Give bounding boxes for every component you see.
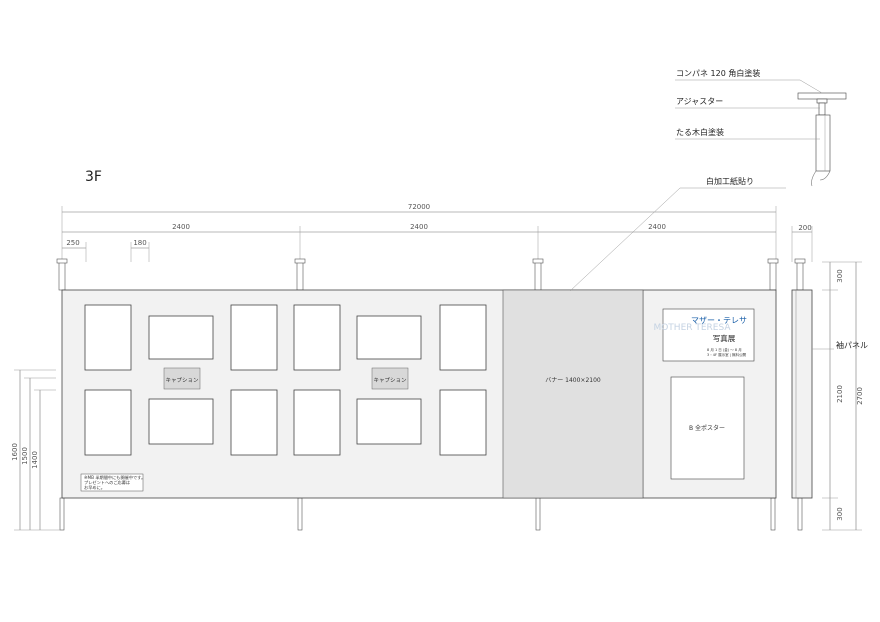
support-posts xyxy=(56,258,806,531)
dim-side-width: 200 xyxy=(798,224,811,232)
callout-composite-panel: コンパネ 120 角白塗装 xyxy=(676,68,760,78)
sign-info-1: 8 月 1 日 (金) 〜 8 月 xyxy=(707,347,742,352)
poster-label: B 全ポスター xyxy=(689,424,725,432)
dim-h-1600: 1600 xyxy=(11,443,19,461)
dim-gap: 180 xyxy=(133,239,146,247)
floor-label: 3F xyxy=(85,169,102,185)
photo-frame xyxy=(439,389,487,456)
callout-barrel: たる木白塗装 xyxy=(676,127,724,137)
photo-frame xyxy=(356,398,422,445)
photo-frame xyxy=(293,304,341,371)
caption-box-1 xyxy=(163,367,201,390)
photo-frame xyxy=(439,304,487,371)
caption-label-2: キャプション xyxy=(373,377,407,384)
dim-h-bottom: 300 xyxy=(836,507,844,520)
dim-left-margin: 250 xyxy=(66,239,79,247)
adjuster-detail xyxy=(797,92,847,187)
dim-span-3: 2400 xyxy=(648,223,666,231)
banner-area xyxy=(502,289,644,499)
sign-subtitle: 写真展 xyxy=(713,333,736,343)
dim-h-top: 300 xyxy=(836,269,844,282)
photo-frames xyxy=(84,304,487,456)
photo-frame xyxy=(293,389,341,456)
photo-frame xyxy=(148,315,214,360)
photo-frame xyxy=(230,389,278,456)
sign-title-en: MOTHER TERESA xyxy=(653,323,731,333)
dimension-lines-left: 1600 1500 1400 xyxy=(11,369,62,531)
dim-h-1500: 1500 xyxy=(21,447,29,465)
notice-box xyxy=(80,473,144,492)
photo-frame xyxy=(230,304,278,371)
callout-adjuster: アジャスター xyxy=(676,97,723,106)
dim-h-total: 2700 xyxy=(856,387,864,405)
photo-frame xyxy=(84,304,132,371)
callout-sleeve-panel: 袖パネル xyxy=(836,340,868,350)
dim-span-2: 2400 xyxy=(410,223,428,231)
poster-frame xyxy=(670,376,745,480)
sleeve-panel xyxy=(791,289,813,499)
sign-title-jp: マザー・テレサ xyxy=(691,316,747,325)
notice-line-3: お早めに。 xyxy=(84,484,105,491)
caption-box-2 xyxy=(371,367,409,390)
caption-label-1: キャプション xyxy=(165,377,199,384)
dim-h-1400: 1400 xyxy=(31,451,39,469)
dimension-lines-top: 72000 2400 2400 2400 250 180 200 xyxy=(61,203,813,262)
dim-h-mid: 2100 xyxy=(836,385,844,403)
notice-line-1: ※MB 半期間中にも開催中です。 xyxy=(84,474,145,481)
photo-frame xyxy=(84,389,132,456)
sign-info-2: 3・4F 展示室 | 無料公開 xyxy=(707,352,746,357)
dim-span-1: 2400 xyxy=(172,223,190,231)
photo-frame xyxy=(356,315,422,360)
banner-label: バナー 1400×2100 xyxy=(545,377,601,384)
title-sign xyxy=(662,308,755,362)
notice-line-2: プレゼントへのご応募は xyxy=(84,479,130,486)
photo-frame xyxy=(148,398,214,445)
dimension-lines-right: 300 2100 300 2700 xyxy=(822,261,864,531)
dim-total: 72000 xyxy=(408,203,430,211)
callout-paper: 白加工紙貼り xyxy=(706,176,754,186)
